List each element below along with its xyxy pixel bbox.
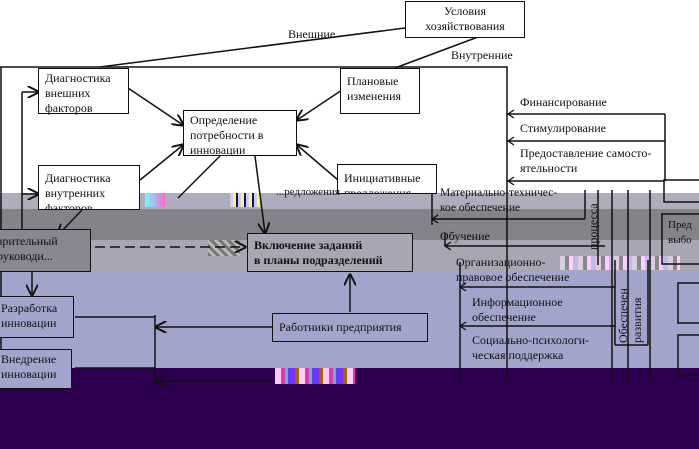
include-tasks-box: Включение заданий в планы подразделений: [247, 233, 413, 272]
right-item-org-legal: Организационно- правовое обеспечение: [456, 255, 570, 284]
edge-label-internal: Внутренние: [451, 48, 513, 62]
development-box: Разработка инновации: [0, 296, 74, 338]
conditions-box: Условия хозяйствования: [405, 1, 525, 38]
band-light-gray-top: [0, 193, 699, 209]
need-definition-box: Определение потребности в инновации: [183, 110, 297, 157]
right-item-stimulation: Стимулирование: [520, 121, 606, 135]
diag-external-box: Диагностика внешних факторов: [38, 68, 129, 115]
manager-box: арительный руководи...: [0, 229, 91, 272]
right-item-info: Информационное обеспечение: [472, 295, 563, 324]
edge-label-external: Внешние: [288, 27, 336, 41]
glitch-block: [275, 368, 355, 384]
right-item-socio: Социально-психологи- ческая поддержка: [472, 333, 590, 362]
diag-internal-box: Диагностика внутренних факторов: [38, 165, 140, 210]
suggestions-fragment: ...редложения: [276, 186, 340, 198]
right-item-material: Материально-техничес- кое обеспечение: [440, 187, 558, 214]
right-item-financing: Финансирование: [520, 95, 607, 109]
glitch-block: [230, 193, 260, 207]
planned-changes-box: Плановые изменения: [340, 68, 420, 114]
right-item-training: Обучение: [440, 229, 490, 243]
right-item-independence: Предоставление самосто- ятельности: [520, 146, 652, 175]
right-edge-fragment: Пред выбо: [668, 219, 692, 246]
glitch-block: [145, 193, 165, 207]
glitch-block: [208, 240, 240, 256]
implementation-box: Внедрение инновации: [0, 349, 72, 389]
employees-box: Работники предприятия: [272, 313, 428, 342]
initiative-box: Инициативные предложения: [337, 164, 437, 194]
vertical-label-process: процесса предприятия: [586, 200, 600, 250]
vertical-label-provision: Обеспечен развития: [616, 288, 644, 343]
